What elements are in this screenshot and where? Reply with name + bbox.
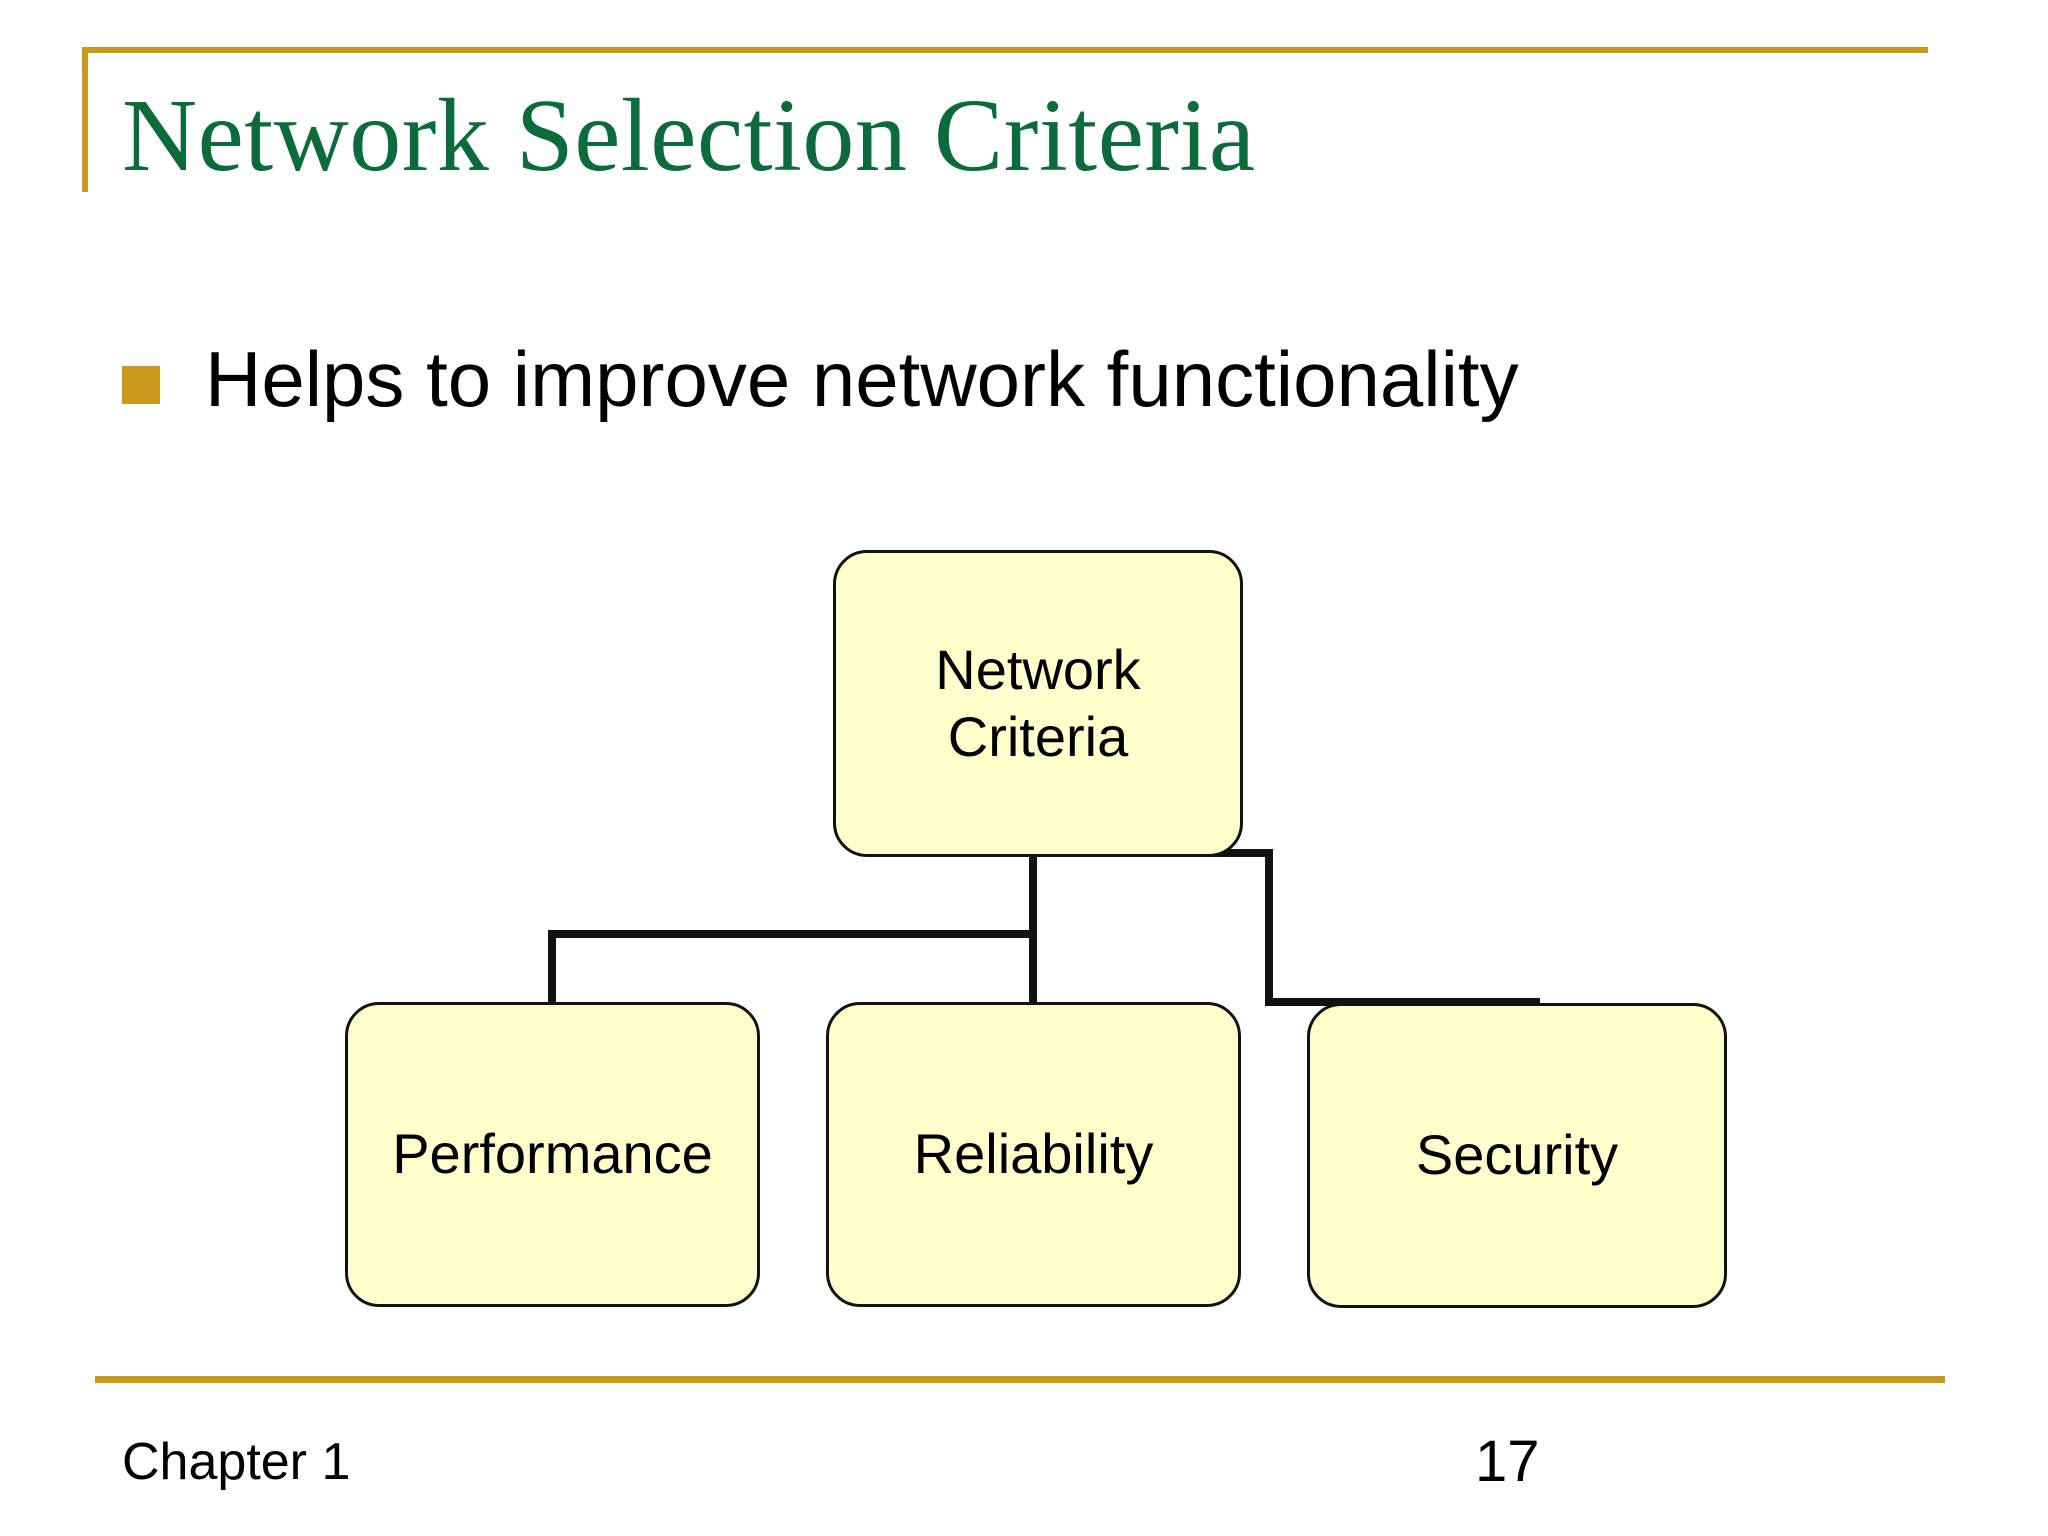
connector-right-horizontal-bottom xyxy=(1265,998,1540,1006)
connector-left-vertical xyxy=(548,930,556,1008)
diagram-node-root-line1: Network xyxy=(935,638,1141,702)
connector-right-horizontal-top xyxy=(1029,849,1273,857)
square-bullet-icon xyxy=(122,366,160,404)
connector-root-to-reliability xyxy=(1029,857,1037,1007)
connector-left-horizontal xyxy=(548,930,1037,938)
diagram-node-performance: Performance xyxy=(345,1002,760,1307)
footer-page-number: 17 xyxy=(1475,1429,1540,1494)
diagram-node-root-line2: Criteria xyxy=(947,704,1129,768)
diagram-node-security-label: Security xyxy=(1415,1123,1619,1187)
diagram-node-reliability: Reliability xyxy=(826,1002,1241,1307)
diagram-node-performance-label: Performance xyxy=(392,1122,713,1186)
diagram-node-network-criteria: Network Criteria xyxy=(833,550,1243,857)
accent-rule-top xyxy=(82,47,1928,53)
connector-right-vertical xyxy=(1265,849,1273,1005)
accent-rule-left xyxy=(82,47,88,192)
page-title: Network Selection Criteria xyxy=(122,78,1256,193)
diagram-node-reliability-label: Reliability xyxy=(913,1122,1154,1186)
accent-rule-bottom xyxy=(95,1376,1945,1383)
bullet-list-item: Helps to improve network functionality xyxy=(122,340,1519,418)
diagram-node-security: Security xyxy=(1307,1003,1727,1308)
bullet-item-label: Helps to improve network functionality xyxy=(205,335,1519,423)
footer-chapter-label: Chapter 1 xyxy=(122,1433,351,1491)
